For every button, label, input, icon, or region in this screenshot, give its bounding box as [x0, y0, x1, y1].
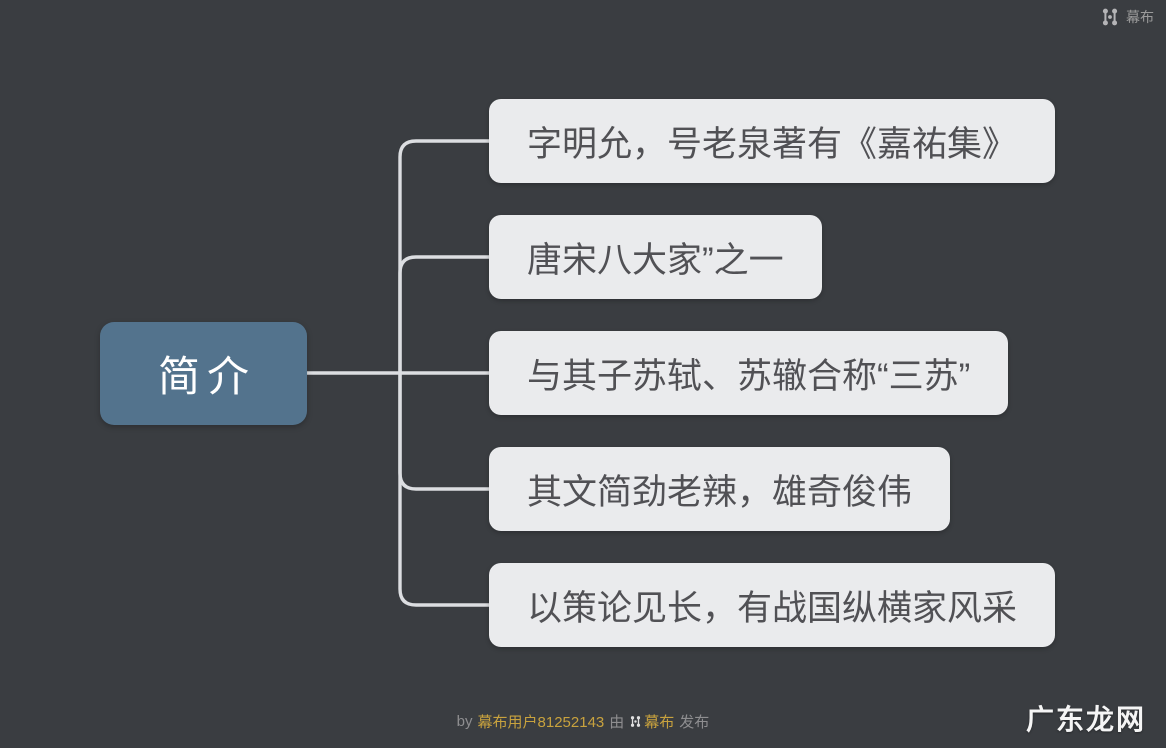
connector-branch-4 [398, 371, 491, 491]
mubu-logo-icon [1100, 7, 1120, 27]
connector-branch-5 [398, 371, 491, 607]
connector-branch-1 [398, 139, 491, 375]
footer-suffix: 发布 [679, 714, 710, 731]
child-node-2[interactable]: 唐宋八大家”之一 [489, 215, 822, 299]
child-node-3-label: 与其子苏轼、苏辙合称“三苏” [527, 356, 971, 396]
root-node-label: 简介 [157, 353, 256, 400]
child-node-5-label: 以策论见长，有战国纵横家风采 [527, 588, 1018, 628]
footer-brand-link[interactable]: 幕布 [629, 711, 674, 732]
child-node-3[interactable]: 与其子苏轼、苏辙合称“三苏” [489, 331, 1009, 415]
root-node[interactable]: 简介 [100, 322, 307, 425]
child-node-4[interactable]: 其文简劲老辣，雄奇俊伟 [489, 447, 951, 531]
child-node-2-label: 唐宋八大家”之一 [527, 240, 784, 280]
connector-branch-2 [398, 255, 491, 375]
brand-header[interactable]: 幕布 [1100, 7, 1154, 27]
footer-via: 由 [609, 714, 625, 731]
site-watermark: 广东龙网 [1026, 704, 1147, 735]
child-node-4-label: 其文简劲老辣，雄奇俊伟 [527, 472, 913, 512]
footer-prefix: by [456, 713, 473, 730]
footer-author-link[interactable]: 幕布用户81252143 [477, 714, 605, 731]
child-node-1[interactable]: 字明允，号老泉著有《嘉祐集》 [489, 99, 1056, 183]
mubu-logo-icon-small [629, 715, 642, 728]
brand-label: 幕布 [1126, 9, 1154, 25]
child-node-1-label: 字明允，号老泉著有《嘉祐集》 [527, 124, 1018, 164]
child-node-5[interactable]: 以策论见长，有战国纵横家风采 [489, 563, 1056, 647]
footer-brand-label: 幕布 [644, 714, 675, 731]
publish-footer: by 幕布用户81252143 由 幕布 发布 [0, 711, 1166, 732]
